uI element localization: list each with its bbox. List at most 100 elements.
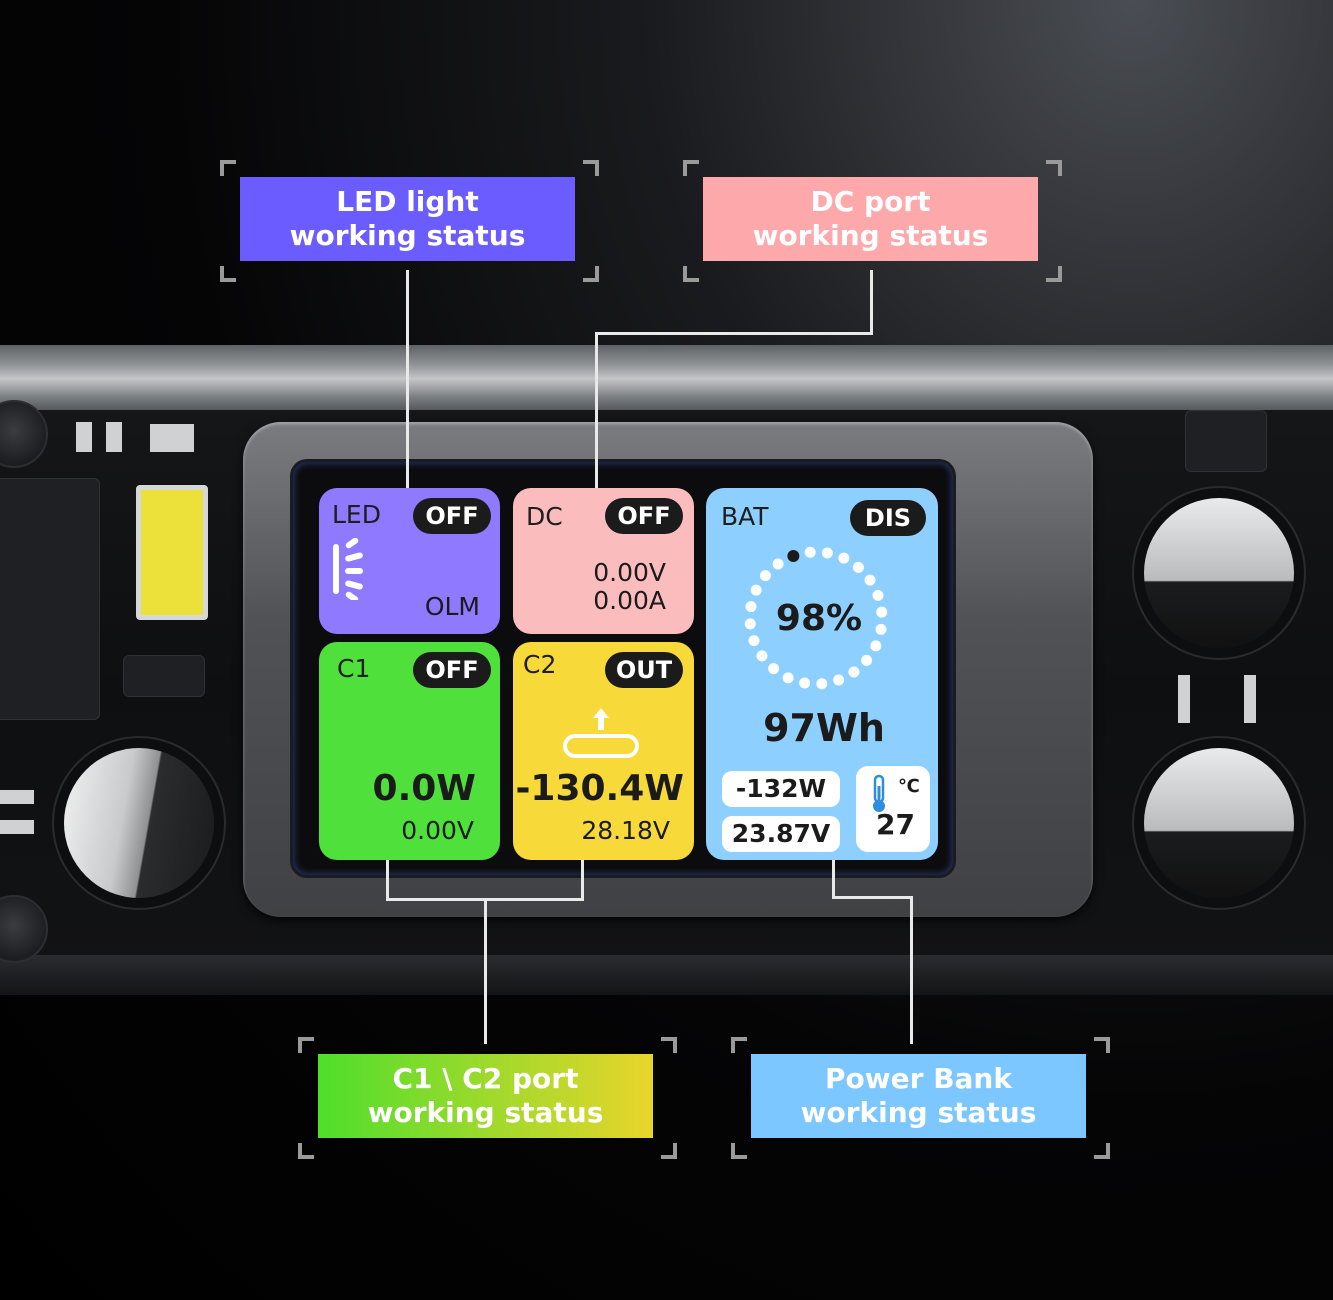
ring-dot bbox=[804, 546, 816, 558]
ring-indicator-dot bbox=[787, 550, 800, 563]
dc-status-badge: OFF bbox=[605, 498, 683, 534]
transistor-chip bbox=[123, 655, 205, 697]
c1-power: 0.0W bbox=[372, 768, 476, 809]
temperature-value: 27 bbox=[876, 808, 915, 841]
ring-dot bbox=[816, 678, 828, 690]
c2-tile-label: C2 bbox=[523, 650, 557, 679]
ring-dot bbox=[744, 618, 756, 630]
powerbank-callout-line2: working status bbox=[800, 1096, 1037, 1129]
c2-tile: C2 OUT -130.4W 28.18V bbox=[513, 642, 694, 860]
dc-callout-line1: DC port bbox=[810, 185, 931, 218]
yellow-led-indicator bbox=[136, 485, 208, 620]
ring-dot bbox=[768, 663, 780, 675]
led-tile: LED OFF OLM bbox=[319, 488, 500, 634]
bracket-corner bbox=[661, 1037, 677, 1053]
powerbank-leader-line bbox=[832, 860, 835, 898]
temperature-box: ℃ 27 bbox=[856, 766, 930, 852]
battery-voltage-box: 23.87V bbox=[722, 816, 840, 852]
powerbank-leader-line bbox=[832, 896, 913, 899]
ring-dot bbox=[876, 606, 888, 618]
bracket-corner bbox=[1094, 1037, 1110, 1053]
ring-dot bbox=[821, 547, 833, 559]
ring-dot bbox=[872, 589, 884, 601]
c1-status-badge: OFF bbox=[413, 652, 491, 688]
ring-dot bbox=[759, 570, 771, 582]
bracket-corner bbox=[220, 266, 236, 282]
dc-leader-line bbox=[595, 332, 598, 488]
c1c2-status-callout: C1 \ C2 port working status bbox=[318, 1054, 653, 1138]
dc-leader-line bbox=[870, 270, 873, 334]
smd-pad bbox=[1178, 675, 1190, 723]
c1c2-callout-line1: C1 \ C2 port bbox=[392, 1062, 579, 1095]
c1-tile: C1 OFF 0.0W 0.00V bbox=[319, 642, 500, 860]
bracket-corner bbox=[298, 1037, 314, 1053]
bracket-corner bbox=[731, 1037, 747, 1053]
powerbank-leader-line bbox=[910, 896, 913, 1044]
ring-dot bbox=[799, 677, 811, 689]
led-callout-line2: working status bbox=[289, 219, 526, 252]
usb-c-output-icon bbox=[563, 708, 639, 758]
bracket-corner bbox=[661, 1143, 677, 1159]
ic-chip-right bbox=[1185, 410, 1267, 472]
dc-leader-line bbox=[595, 332, 873, 335]
bracket-corner bbox=[1046, 160, 1062, 176]
ring-dot bbox=[750, 584, 762, 596]
ring-dot bbox=[748, 635, 760, 647]
device-bottom-rail bbox=[0, 955, 1333, 995]
smd-pad bbox=[1244, 675, 1256, 723]
powerbank-status-callout: Power Bank working status bbox=[751, 1054, 1086, 1138]
smd-pad bbox=[106, 422, 122, 452]
ring-dot bbox=[875, 623, 887, 635]
c1c2-leader-line bbox=[386, 860, 389, 900]
device-top-rail bbox=[0, 345, 1333, 420]
dc-status-callout: DC port working status bbox=[703, 177, 1038, 261]
bracket-corner bbox=[583, 160, 599, 176]
c2-voltage: 28.18V bbox=[581, 816, 670, 845]
ring-dot bbox=[782, 672, 794, 684]
led-status-badge: OFF bbox=[413, 498, 491, 534]
battery-tile: BAT DIS 98% 97Wh -132W 23.87V ℃ 27 bbox=[706, 488, 938, 860]
dc-voltage: 0.00V bbox=[593, 558, 666, 587]
battery-percent: 98% bbox=[775, 598, 863, 639]
bracket-corner bbox=[298, 1143, 314, 1159]
c1-voltage: 0.00V bbox=[401, 816, 474, 845]
dc-current: 0.00A bbox=[593, 586, 666, 615]
light-icon bbox=[333, 538, 363, 600]
thermometer-icon bbox=[873, 774, 885, 812]
ring-dot bbox=[852, 561, 864, 573]
bracket-corner bbox=[583, 266, 599, 282]
bracket-corner bbox=[683, 160, 699, 176]
ring-dot bbox=[864, 574, 876, 586]
c2-power: -130.4W bbox=[515, 768, 684, 809]
smd-pad bbox=[0, 790, 34, 804]
led-status-callout: LED light working status bbox=[240, 177, 575, 261]
dc-tile: DC OFF 0.00V 0.00A bbox=[513, 488, 694, 634]
ring-dot bbox=[745, 601, 757, 613]
smd-pad bbox=[150, 424, 194, 452]
c1c2-leader-line bbox=[581, 860, 584, 900]
battery-capacity: 97Wh bbox=[763, 706, 885, 750]
battery-status-badge: DIS bbox=[850, 500, 926, 536]
temperature-unit: ℃ bbox=[898, 776, 920, 797]
battery-tile-label: BAT bbox=[721, 502, 769, 531]
dc-tile-label: DC bbox=[526, 502, 563, 531]
c1c2-leader-line bbox=[484, 898, 487, 1044]
bracket-corner bbox=[220, 160, 236, 176]
bracket-corner bbox=[683, 266, 699, 282]
powerbank-callout-line1: Power Bank bbox=[825, 1062, 1012, 1095]
c1c2-callout-line2: working status bbox=[367, 1096, 604, 1129]
bracket-corner bbox=[1046, 266, 1062, 282]
button-knob-right-top[interactable] bbox=[1144, 498, 1294, 648]
bracket-corner bbox=[1094, 1143, 1110, 1159]
dc-callout-line2: working status bbox=[752, 219, 989, 252]
ring-dot bbox=[848, 666, 860, 678]
c1-tile-label: C1 bbox=[337, 654, 371, 683]
led-callout-line1: LED light bbox=[336, 185, 479, 218]
ring-dot bbox=[833, 674, 845, 686]
button-knob-right-bottom[interactable] bbox=[1144, 748, 1294, 898]
button-knob-left[interactable] bbox=[64, 748, 214, 898]
led-leader-line bbox=[406, 270, 409, 488]
ring-dot bbox=[756, 650, 768, 662]
ring-dot bbox=[870, 640, 882, 652]
battery-power-box: -132W bbox=[722, 771, 840, 807]
